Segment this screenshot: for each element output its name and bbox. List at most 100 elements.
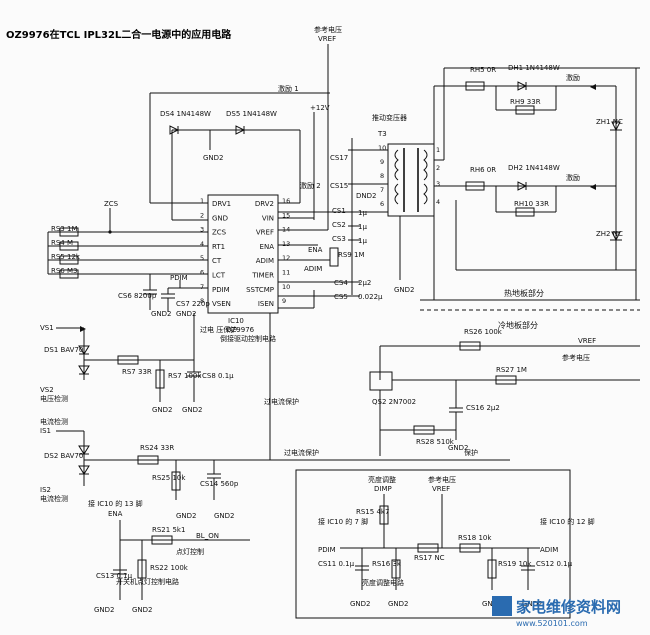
- cur-detect-label-1: 电流检测: [40, 417, 68, 426]
- ic-pin-zcs: ZCS: [212, 229, 227, 237]
- ic-pin-number: 1: [200, 197, 204, 205]
- cs2-label: CS2: [332, 221, 346, 229]
- ic10-body: [207, 194, 279, 314]
- gnd2-rs16: GND2: [388, 600, 409, 608]
- svg-text:9: 9: [380, 158, 384, 166]
- gnd2-cs11: GND2: [350, 600, 371, 608]
- ds4-label: DS4 1N4148W: [160, 110, 211, 118]
- rs7-label: RS7 33R: [122, 368, 152, 376]
- cs5-label: CS5: [334, 293, 348, 301]
- ref-voltage-right: 参考电压: [562, 353, 590, 362]
- to-ic7-label: 接 IC10 的 7 脚: [318, 517, 368, 526]
- cs12-label: CS12 0.1μ: [536, 560, 573, 568]
- watermark-text: 家电维修资料网: [516, 598, 621, 616]
- ic-pin-number: 8: [200, 297, 204, 305]
- ds1-label: DS1 BAV70: [44, 346, 83, 354]
- ic-pin-drv2: DRV2: [255, 200, 274, 208]
- ic-pin-timer: TIMER: [251, 272, 274, 280]
- ic-pin-isen: ISEN: [258, 300, 274, 308]
- drive1-label: 激励 1: [278, 84, 299, 93]
- rh6-label: RH6 0R: [470, 166, 496, 174]
- cs1-label: CS1: [332, 207, 346, 215]
- gnd2-rs22: GND2: [132, 606, 153, 614]
- watermark-logo: [492, 596, 512, 616]
- rs24-label: RS24 33R: [140, 444, 174, 452]
- to-ic12-label: 接 IC10 的 12 脚: [540, 517, 595, 526]
- gnd2-cs13: GND2: [94, 606, 115, 614]
- ds2-label: DS2 BAV70: [44, 452, 83, 460]
- cs3-label: CS3: [332, 235, 346, 243]
- ic-pin-number: 7: [200, 283, 204, 291]
- ic-pin-number: 13: [282, 240, 290, 248]
- qs2-section: VREF RS26 100k 参考电压 QS2 2N7002 RS27 1M C…: [369, 328, 640, 456]
- svg-text:2: 2: [436, 164, 440, 172]
- ic-pin-gnd: GND: [212, 214, 228, 222]
- ic-pin-pdim: PDIM: [212, 286, 230, 294]
- ic-pin-vref: VREF: [256, 229, 274, 237]
- c1u-c: 1μ: [358, 237, 367, 245]
- cap-column: CS17 CS15 CS1 CS2 CS3 CS4 CS5 DND2 1μ 1μ…: [278, 138, 383, 309]
- watermark: 家电维修资料网 www.520101.com: [492, 596, 621, 628]
- gnd2-ds: GND2: [203, 154, 224, 162]
- gnd2-cs14: GND2: [214, 512, 235, 520]
- svg-text:3: 3: [436, 180, 440, 188]
- zh2-label: ZH2 NC: [596, 230, 623, 238]
- cs7-label: CS7 220p: [176, 300, 210, 308]
- light-ctrl-label: 点灯控制: [176, 547, 204, 556]
- drive-out-2: 激励: [566, 173, 580, 182]
- transformer-t3: 推动变压器 T3 10 9 8 7 6 1 2 3 4 GND2: [360, 113, 440, 294]
- is1-label: IS1: [40, 427, 51, 435]
- ic-pin-number: 6: [200, 269, 204, 277]
- vs1-label: VS1: [40, 324, 54, 332]
- ov-protect-label: 过电 压保护: [200, 325, 237, 334]
- vref-right: VREF: [578, 337, 596, 345]
- rs16-label: RS16 3k: [372, 560, 402, 568]
- dh2-label: DH2 1N4148W: [508, 164, 560, 172]
- rs7b-label: RS7 100k: [168, 372, 202, 380]
- gnd2-cs8: GND2: [182, 406, 203, 414]
- oc-protect-label: 过电流保护: [284, 448, 319, 457]
- plus12v-label: +12V: [310, 104, 330, 112]
- ic-pin-number: 3: [200, 226, 204, 234]
- svg-text:7: 7: [380, 186, 384, 194]
- rs6-label: RS6 M3: [51, 267, 77, 275]
- cs8-label: CS8 0.1μ: [202, 372, 234, 380]
- voltage-detect: VS1 DS1 BAV70 VS2 电压检测 RS7 33R RS7 100k …: [40, 313, 237, 414]
- c0022-label: 0.022μ: [358, 293, 383, 301]
- qs2-label: QS2 2N7002: [372, 398, 416, 406]
- zh1-label: ZH1 NC: [596, 118, 623, 126]
- svg-text:10: 10: [378, 144, 386, 152]
- rs25-label: RS25 10k: [152, 474, 186, 482]
- rs17-label: RS17 NC: [414, 554, 445, 562]
- rs26-label: RS26 100k: [464, 328, 503, 336]
- transformer-label: 推动变压器: [372, 113, 407, 122]
- ic-pin-number: 10: [282, 283, 290, 291]
- cs14-label: CS14 560p: [200, 480, 239, 488]
- ic-pin-lct: LCT: [212, 272, 226, 280]
- switch-circuit: 接 IC10 的 13 脚 ENA RS21 5k1 BL_ON 点灯控制 RS…: [88, 499, 250, 614]
- ic-pin-ena: ENA: [260, 243, 275, 251]
- gnd2-cs6: GND2: [151, 310, 172, 318]
- cold-part-label: 冷地板部分: [498, 320, 538, 330]
- vref-top-label: VREF: [318, 35, 336, 43]
- ic-pin-number: 4: [200, 240, 204, 248]
- rs27-label: RS27 1M: [496, 366, 527, 374]
- ic-pin-vsen: VSEN: [212, 300, 231, 308]
- gnd2-cs16: GND2: [448, 444, 469, 452]
- rs28-label: RS28 510k: [416, 438, 455, 446]
- current-detect: 电流检测 IS1 DS2 BAV70 IS2 电流检测 RS24 33R RS2…: [40, 313, 510, 520]
- svg-text:1: 1: [436, 146, 440, 154]
- volt-detect-label: 电压检测: [40, 394, 68, 403]
- timing-caps: CS6 8200p CS7 220p GND2 GND2 PDIM: [118, 274, 210, 318]
- cs16-label: CS16 2μ2: [466, 404, 500, 412]
- cur-detect-label-2: 电流检测: [40, 494, 68, 503]
- ic-pin-number: 9: [282, 297, 286, 305]
- dimp-label: DIMP: [374, 485, 392, 493]
- brightness-circuit: 亮度调整 DIMP 参考电压 VREF RS15 4k7 接 IC10 的 7 …: [295, 469, 595, 619]
- cs15-label: CS15: [330, 182, 348, 190]
- c1u-b: 1μ: [358, 223, 367, 231]
- oc-protect-vertical: 过电流保护: [264, 397, 299, 406]
